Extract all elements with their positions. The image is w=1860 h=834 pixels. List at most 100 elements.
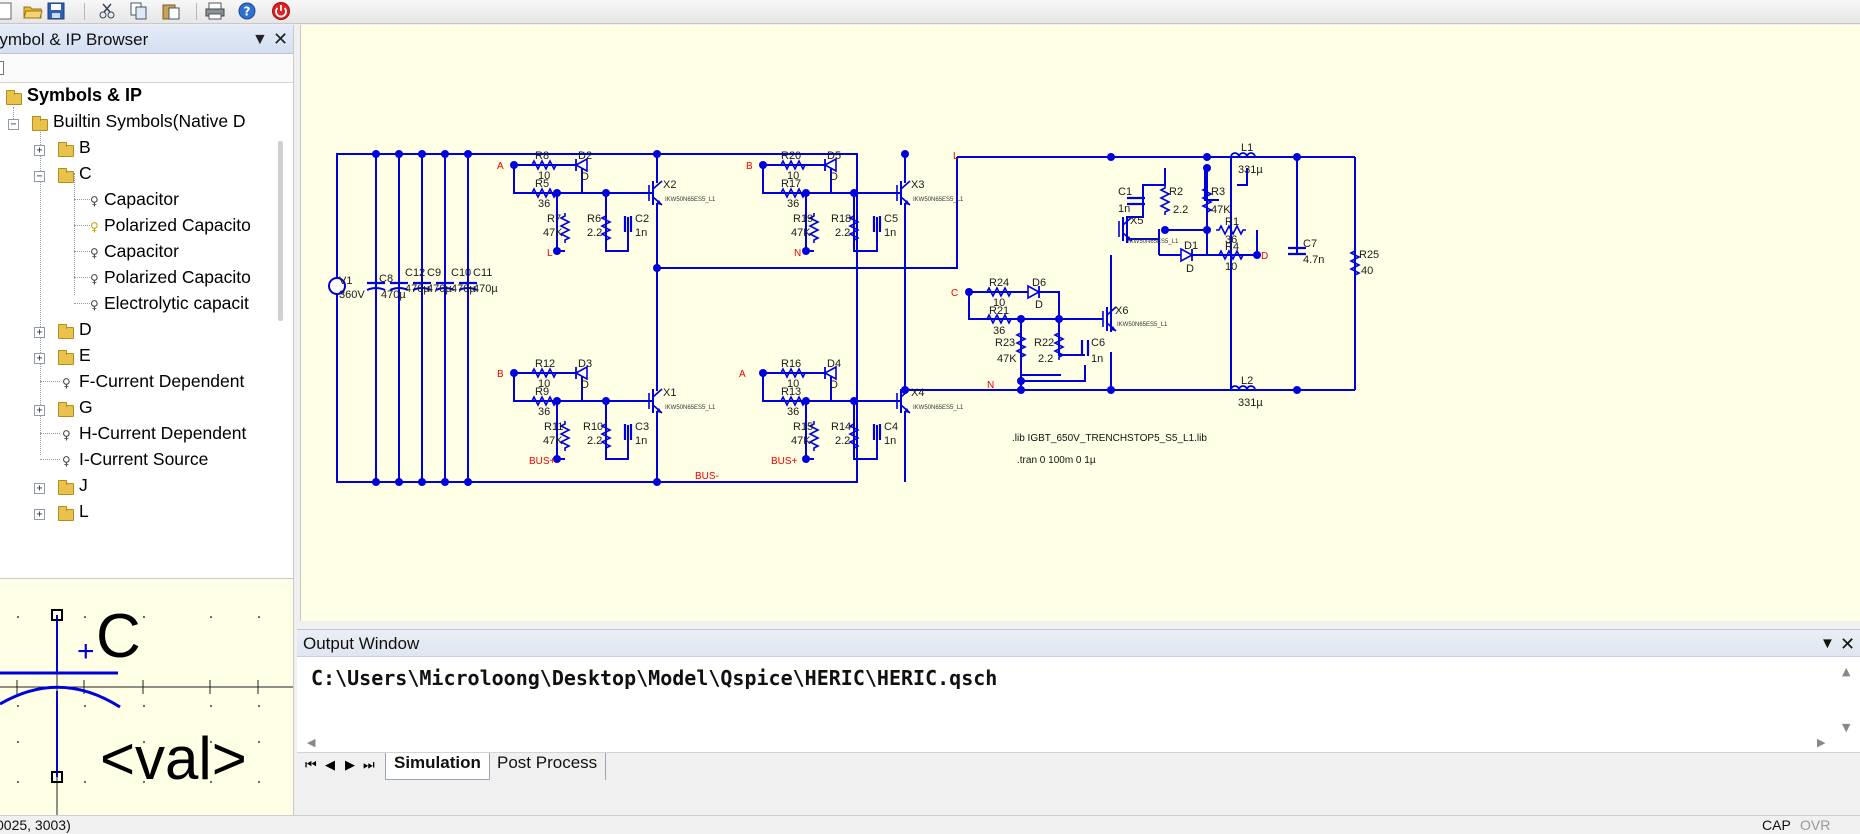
expand-icon[interactable]: +: [34, 327, 45, 338]
tree-vertical-scrollbar[interactable]: [278, 141, 283, 321]
expand-icon[interactable]: +: [34, 405, 45, 416]
preview-plus: +: [77, 635, 95, 668]
svg-text:10: 10: [1225, 261, 1237, 273]
svg-text:N: N: [794, 248, 801, 259]
expand-icon[interactable]: +: [34, 483, 45, 494]
tab-simulation[interactable]: Simulation: [385, 753, 490, 780]
svg-text:?: ?: [244, 5, 251, 19]
svg-text:D: D: [830, 171, 838, 183]
svg-text:R1: R1: [1225, 216, 1239, 228]
first-tab-icon[interactable]: ⏮: [305, 758, 317, 773]
svg-text:X6: X6: [1115, 305, 1128, 317]
expand-icon[interactable]: +: [34, 509, 45, 520]
svg-text:D: D: [830, 379, 838, 391]
prev-tab-icon[interactable]: ◀: [325, 758, 335, 773]
svg-text:C: C: [951, 288, 958, 299]
svg-text:47K: 47K: [1211, 204, 1231, 216]
svg-text:1n: 1n: [1091, 353, 1103, 365]
svg-text:D1: D1: [1184, 240, 1198, 252]
output-menu-icon[interactable]: ▼: [1820, 635, 1835, 652]
tab-post-process[interactable]: Post Process: [489, 753, 607, 780]
svg-text:B: B: [746, 161, 753, 172]
open-folder-icon[interactable]: [22, 1, 44, 21]
svg-text:470µ: 470µ: [451, 283, 476, 295]
svg-text:2.2: 2.2: [835, 227, 850, 239]
scroll-left-icon[interactable]: ◀: [307, 736, 316, 749]
paste-icon[interactable]: [160, 1, 182, 21]
svg-text:R8: R8: [535, 150, 549, 162]
collapse-icon[interactable]: −: [8, 119, 19, 130]
svg-text:36: 36: [1225, 234, 1237, 246]
svg-text:R11: R11: [544, 421, 563, 433]
folder-icon: [58, 402, 74, 417]
output-text-area[interactable]: C:\Users\Microloong\Desktop\Model\Qspice…: [297, 657, 1860, 753]
scroll-right-icon[interactable]: ▶: [1817, 736, 1826, 749]
svg-text:L1: L1: [1241, 142, 1253, 154]
svg-text:10: 10: [787, 378, 799, 390]
svg-text:IKW50N65ES5_L1: IKW50N65ES5_L1: [913, 405, 964, 411]
copy-icon[interactable]: [127, 1, 149, 21]
svg-text:C10: C10: [451, 267, 471, 279]
svg-text:R20: R20: [781, 150, 801, 162]
expand-icon[interactable]: +: [34, 353, 45, 364]
power-icon[interactable]: [270, 1, 292, 21]
svg-text:C3: C3: [635, 421, 649, 433]
svg-text:10: 10: [538, 378, 550, 390]
next-tab-icon[interactable]: ▶: [345, 758, 355, 773]
svg-text:2.2: 2.2: [587, 435, 602, 447]
cut-icon[interactable]: [96, 1, 118, 21]
symbol-preview: + C <val>: [0, 578, 294, 818]
lib-directive[interactable]: .lib IGBT_650V_TRENCHSTOP5_S5_L1.lib: [1012, 433, 1207, 444]
scroll-up-icon[interactable]: ▲: [1842, 665, 1851, 678]
status-ovr: OVR: [1800, 817, 1831, 833]
svg-text:D: D: [581, 379, 589, 391]
svg-text:C9: C9: [427, 267, 441, 279]
panel-menu-icon[interactable]: ▼: [252, 31, 268, 48]
tran-directive[interactable]: .tran 0 100m 0 1µ: [1017, 455, 1096, 466]
svg-text:470µ: 470µ: [473, 283, 498, 295]
svg-text:10: 10: [993, 297, 1005, 309]
svg-text:R25: R25: [1359, 249, 1379, 261]
svg-text:L2: L2: [1241, 375, 1253, 387]
svg-text:A: A: [497, 161, 504, 172]
svg-text:R5: R5: [535, 178, 549, 190]
symbol-leaf-icon: ♀: [90, 298, 99, 312]
svg-text:N: N: [987, 380, 994, 391]
svg-text:X4: X4: [911, 387, 924, 399]
svg-text:D2: D2: [578, 150, 592, 162]
svg-text:R16: R16: [781, 358, 801, 370]
status-bar: 0025, 3003) CAP OVR: [0, 815, 1860, 833]
help-icon[interactable]: ?: [236, 1, 258, 21]
collapse-icon[interactable]: −: [34, 171, 45, 182]
last-tab-icon[interactable]: ⏭: [363, 758, 375, 773]
scroll-down-icon[interactable]: ▼: [1842, 721, 1851, 734]
output-title-bar: Output Window ▼ ✕: [297, 629, 1860, 657]
panel-close-icon[interactable]: ✕: [273, 29, 289, 49]
svg-text:331µ: 331µ: [1238, 164, 1263, 176]
svg-text:2.2: 2.2: [835, 435, 850, 447]
svg-text:IKW50N65ES5_L1: IKW50N65ES5_L1: [913, 197, 964, 203]
svg-text:A: A: [739, 369, 746, 380]
folder-icon: [58, 142, 74, 157]
svg-text:L: L: [547, 248, 553, 259]
svg-text:R17: R17: [781, 178, 801, 190]
panel-tool-icon[interactable]: [0, 61, 4, 75]
output-close-icon[interactable]: ✕: [1840, 634, 1856, 654]
svg-text:D: D: [581, 171, 589, 183]
panel-toolbar: [0, 55, 293, 83]
net-labels: A L B BUS+ B N A BUS+ BUS- L N C D: [497, 151, 1268, 482]
new-file-icon[interactable]: [0, 1, 16, 21]
print-icon[interactable]: [204, 1, 226, 21]
symbol-leaf-icon: ♀: [90, 194, 99, 208]
svg-text:36: 36: [538, 406, 550, 418]
svg-text:IKW50N65ES5_L1: IKW50N65ES5_L1: [665, 197, 716, 203]
folder-icon: [58, 168, 74, 183]
components: [328, 152, 1360, 452]
save-icon[interactable]: [45, 1, 67, 21]
expand-icon[interactable]: +: [34, 145, 45, 156]
svg-text:C4: C4: [884, 421, 898, 433]
svg-text:40: 40: [1361, 265, 1373, 277]
svg-text:R2: R2: [1169, 186, 1183, 198]
